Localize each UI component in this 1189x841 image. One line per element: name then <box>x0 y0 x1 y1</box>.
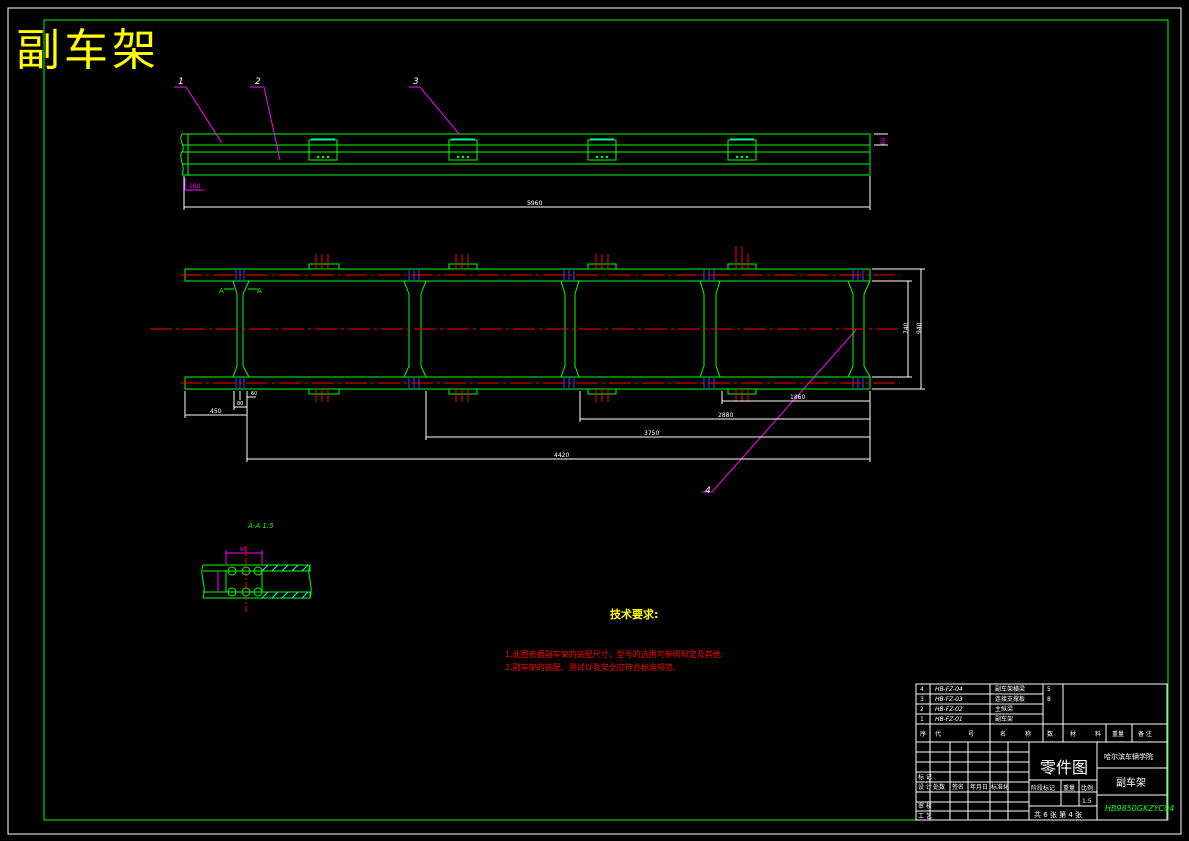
outer-frame <box>7 7 1182 835</box>
callout-2: 2 <box>255 77 261 87</box>
title-block-row-2: 设 计 <box>918 783 932 791</box>
dim-plan-outer: 940 <box>916 322 923 334</box>
dim-plan-d1: 1860 <box>790 394 805 401</box>
dim-plan-d3: 3750 <box>644 430 659 437</box>
title-block-extra-1: 处数 <box>933 783 945 791</box>
dim-plan-d4: 4420 <box>554 452 569 459</box>
parts-row-3-no: 2 <box>920 706 924 713</box>
title-block-drawing-no: HB9850GKZYC04 <box>1105 804 1174 813</box>
parts-row-1-code: HB-FZ-04 <box>935 686 963 693</box>
title-block-stage: 阶段标记 <box>1031 784 1055 792</box>
title-block-sheets: 共 6 张 第 4 张 <box>1034 810 1082 819</box>
parts-row-2-no: 3 <box>920 696 924 703</box>
title-block-type: 零件图 <box>1040 758 1088 777</box>
title-block-scale: 1:5 <box>1082 798 1092 805</box>
parts-row-1-name: 副车架横梁 <box>995 685 1025 693</box>
side-view <box>180 133 871 176</box>
drawing-title: 副车架 <box>16 25 160 76</box>
parts-row-1-no: 4 <box>920 686 924 693</box>
title-block-extra-3: 年月日 <box>970 783 988 791</box>
note-line-2: 2.副车架的装配、测试以及安全应符合标准规范。 <box>505 662 681 672</box>
parts-row-1-qty: 5 <box>1047 686 1051 693</box>
parts-row-3-code: HB-FZ-02 <box>935 706 963 713</box>
title-block-part-name: 副车架 <box>1116 776 1146 789</box>
section-marker-right: A <box>257 287 262 295</box>
callout-1: 1 <box>178 77 184 87</box>
parts-header-mat-b: 料 <box>1095 730 1101 738</box>
title-block <box>915 741 1168 821</box>
dim-plan-inner: 740 <box>903 322 910 334</box>
parts-row-4-name: 副车架 <box>995 715 1013 723</box>
section-label: A-A 1:5 <box>247 522 274 530</box>
parts-header-remark: 备 注 <box>1138 730 1152 738</box>
parts-header-weight: 重量 <box>1112 730 1124 738</box>
dim-side-length: 5960 <box>527 200 542 207</box>
parts-row-2-name: 连接支撑板 <box>995 695 1025 703</box>
parts-header-qty: 数 <box>1047 730 1053 738</box>
title-block-weight: 重量 <box>1063 784 1075 792</box>
parts-header-name-b: 称 <box>1025 730 1031 738</box>
section-marker-left: A <box>219 287 224 295</box>
title-block-school: 哈尔滨车辆学院 <box>1104 752 1153 761</box>
parts-row-4-no: 1 <box>920 716 924 723</box>
dim-plan-left-a: 450 <box>210 408 222 415</box>
parts-header-no: 序 <box>920 730 926 738</box>
parts-row-2-code: HB-FZ-03 <box>935 696 963 703</box>
dim-side-left: 160 <box>189 183 201 190</box>
title-block-row-3: 审 核 <box>918 802 932 810</box>
parts-row-4-code: HB-FZ-01 <box>935 716 963 723</box>
title-block-extra-2: 签名 <box>952 783 964 791</box>
title-block-extra-4: 标准化 <box>991 783 1009 791</box>
parts-header-name-a: 名 <box>1000 730 1006 738</box>
title-block-row-4: 工 艺 <box>918 812 932 820</box>
parts-header-code-a: 代 <box>935 730 941 738</box>
dim-plan-left-b: 80 <box>237 401 243 407</box>
notes-heading: 技术要求: <box>610 607 658 621</box>
parts-list <box>915 683 1168 743</box>
parts-header-code-b: 号 <box>968 731 974 738</box>
title-block-scale-label: 比例 <box>1081 784 1093 792</box>
dim-section: 60 <box>240 547 246 553</box>
title-block-row-1: 标 记 <box>918 773 932 781</box>
dim-side-height: 80 <box>880 137 887 145</box>
parts-header-mat-a: 材 <box>1070 730 1076 738</box>
parts-row-3-name: 主纵梁 <box>995 705 1013 713</box>
callout-3: 3 <box>413 77 419 87</box>
note-line-1: 1.此图依据副车架的装配尺寸，型号的选用可参照规定及其他; <box>505 649 723 659</box>
parts-row-2-qty: 8 <box>1047 696 1051 703</box>
dim-plan-d2: 2880 <box>718 412 733 419</box>
callout-4: 4 <box>705 486 711 496</box>
dim-plan-left-c: 60 <box>251 391 257 397</box>
drawing-border <box>43 19 1169 821</box>
